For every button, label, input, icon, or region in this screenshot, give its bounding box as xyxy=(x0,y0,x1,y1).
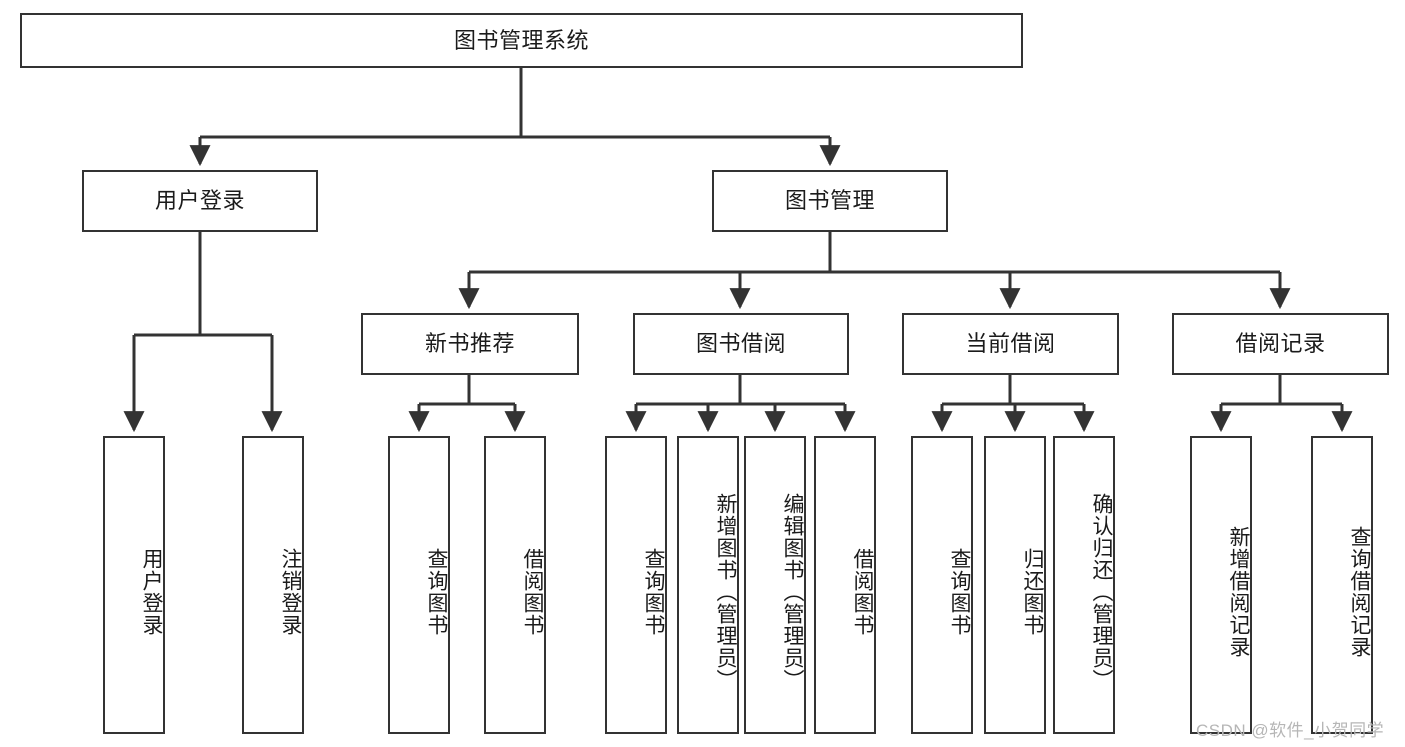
node-label: 图书借阅 xyxy=(695,331,786,357)
node-leaf-query-book-3[interactable]: 查询图书 xyxy=(911,436,973,734)
node-label: 借阅记录 xyxy=(1235,331,1326,357)
node-leaf-confirm-return[interactable]: 确认归还（管理员） xyxy=(1053,436,1115,734)
watermark-csdn: CSDN @软件_小贺同学 xyxy=(1196,721,1385,740)
node-leaf-user-logout[interactable]: 注销登录 xyxy=(242,436,304,734)
node-leaf-borrow-book-2[interactable]: 借阅图书 xyxy=(814,436,876,734)
node-label: 确认归还（管理员） xyxy=(1090,493,1113,691)
node-book-manage[interactable]: 图书管理 xyxy=(712,170,948,232)
node-leaf-borrow-book-1[interactable]: 借阅图书 xyxy=(484,436,546,734)
node-label: 借阅图书 xyxy=(851,548,874,636)
node-label: 查询图书 xyxy=(948,548,971,636)
node-leaf-return-book[interactable]: 归还图书 xyxy=(984,436,1046,734)
node-label: 当前借阅 xyxy=(965,331,1056,357)
node-label: 新增借阅记录 xyxy=(1227,526,1250,658)
node-leaf-add-book[interactable]: 新增图书（管理员） xyxy=(677,436,739,734)
node-label: 借阅图书 xyxy=(521,548,544,636)
node-leaf-user-login[interactable]: 用户登录 xyxy=(103,436,165,734)
node-leaf-query-book-2[interactable]: 查询图书 xyxy=(605,436,667,734)
node-label: 用户登录 xyxy=(140,548,163,636)
node-borrow-record[interactable]: 借阅记录 xyxy=(1172,313,1389,375)
node-root[interactable]: 图书管理系统 xyxy=(20,13,1023,68)
node-label: 新增图书（管理员） xyxy=(714,493,737,691)
node-label: 新书推荐 xyxy=(424,331,515,357)
node-leaf-add-record[interactable]: 新增借阅记录 xyxy=(1190,436,1252,734)
node-leaf-edit-book[interactable]: 编辑图书（管理员） xyxy=(744,436,806,734)
node-label: 查询图书 xyxy=(642,548,665,636)
node-book-borrow[interactable]: 图书借阅 xyxy=(633,313,849,375)
node-label: 归还图书 xyxy=(1021,548,1044,636)
node-label: 查询借阅记录 xyxy=(1348,526,1371,658)
node-leaf-query-book-1[interactable]: 查询图书 xyxy=(388,436,450,734)
node-label: 查询图书 xyxy=(425,548,448,636)
node-label: 用户登录 xyxy=(154,188,245,214)
node-current-borrow[interactable]: 当前借阅 xyxy=(902,313,1119,375)
node-label: 编辑图书（管理员） xyxy=(781,493,804,691)
node-leaf-query-record[interactable]: 查询借阅记录 xyxy=(1311,436,1373,734)
node-new-book-rec[interactable]: 新书推荐 xyxy=(361,313,579,375)
node-label: 注销登录 xyxy=(279,548,302,636)
node-user-login[interactable]: 用户登录 xyxy=(82,170,318,232)
node-label: 图书管理 xyxy=(784,188,875,214)
